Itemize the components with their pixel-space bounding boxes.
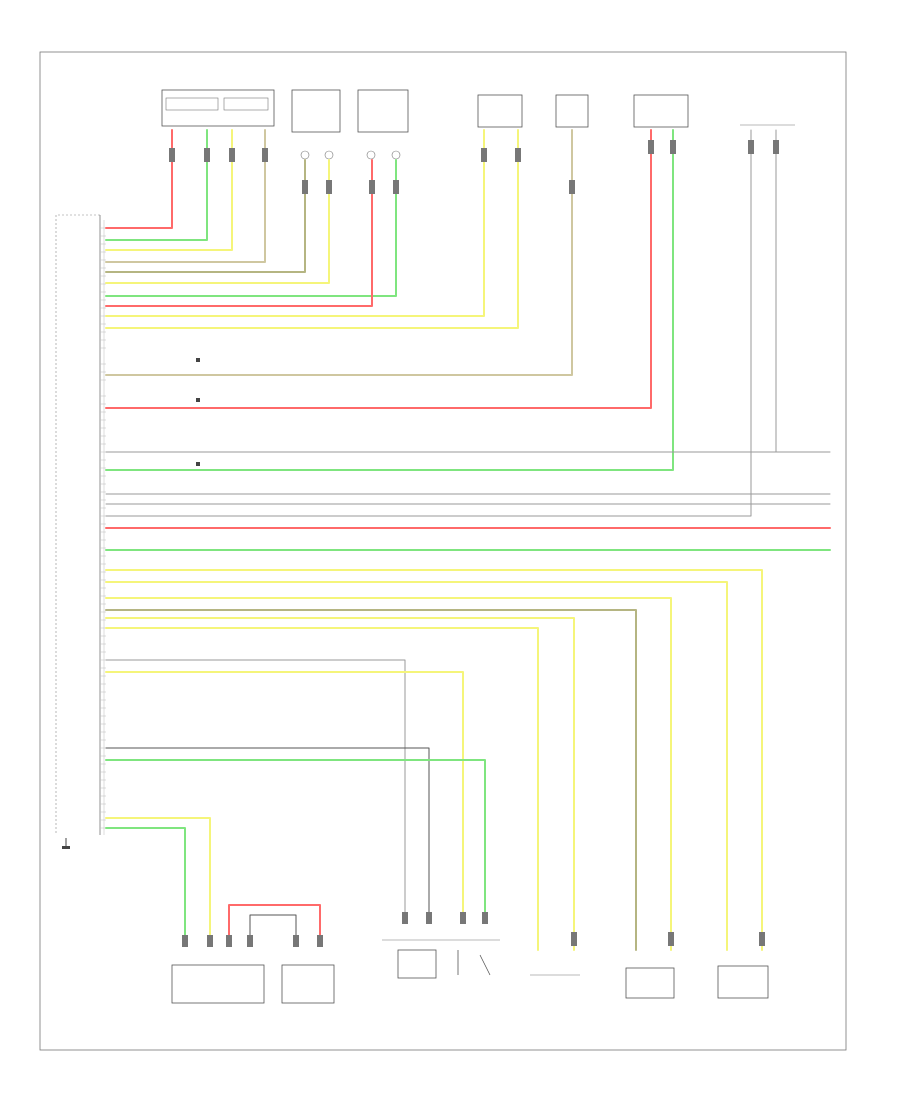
bottom-component-b2: [281, 964, 335, 1004]
wire-olive-1: [105, 159, 306, 273]
wire-yellow-3: [105, 129, 485, 317]
wire-yellow-9: [105, 627, 539, 951]
wire-dark-2: [249, 914, 297, 936]
bottom-component-b3: [382, 939, 500, 979]
top-left-connector-group: [161, 89, 275, 127]
wire-yellow-10: [105, 671, 464, 916]
wire-gray-6: [105, 659, 406, 916]
diagram-border: [39, 51, 847, 1051]
bottom-component-b6: [625, 967, 675, 999]
wire-tan-2: [105, 129, 573, 376]
wire-tan-1: [105, 129, 266, 263]
wire-dark-1: [105, 747, 430, 916]
ground-symbol: [62, 838, 70, 849]
wire-red-5: [228, 904, 321, 936]
wire-yellow-5: [105, 569, 763, 951]
wire-red-2: [105, 159, 373, 307]
wire-end-markers: [169, 140, 779, 947]
wire-yellow-11: [105, 817, 211, 936]
top-connector-c3: [633, 94, 689, 128]
bottom-component-b1: [171, 964, 265, 1004]
wire-yellow-4: [105, 129, 519, 329]
wire-gray-1: [105, 129, 752, 517]
wire-green-3: [105, 129, 674, 471]
top-connector-c1: [477, 94, 523, 128]
pin-ticks: [100, 227, 106, 829]
bottom-component-b4: [457, 950, 491, 976]
wires: [105, 129, 831, 951]
wire-yellow-7: [105, 597, 672, 951]
wire-green-1: [105, 129, 208, 241]
wire-yellow-8: [105, 617, 575, 951]
splice-note-markers: [196, 358, 200, 466]
center-module: [55, 214, 106, 849]
wire-green-2: [105, 159, 397, 297]
wire-yellow-1: [105, 129, 233, 251]
wire-yellow-2: [105, 159, 330, 284]
wire-red-3: [105, 129, 652, 409]
top-mid-connector-group: [291, 89, 409, 160]
wire-green-6: [105, 827, 186, 936]
top-connector-c2: [555, 94, 589, 128]
wire-olive-2: [105, 609, 637, 951]
bottom-component-b7: [717, 965, 769, 999]
wire-yellow-6: [105, 581, 728, 951]
wire-green-5: [105, 759, 486, 916]
wire-red-1: [105, 129, 173, 229]
